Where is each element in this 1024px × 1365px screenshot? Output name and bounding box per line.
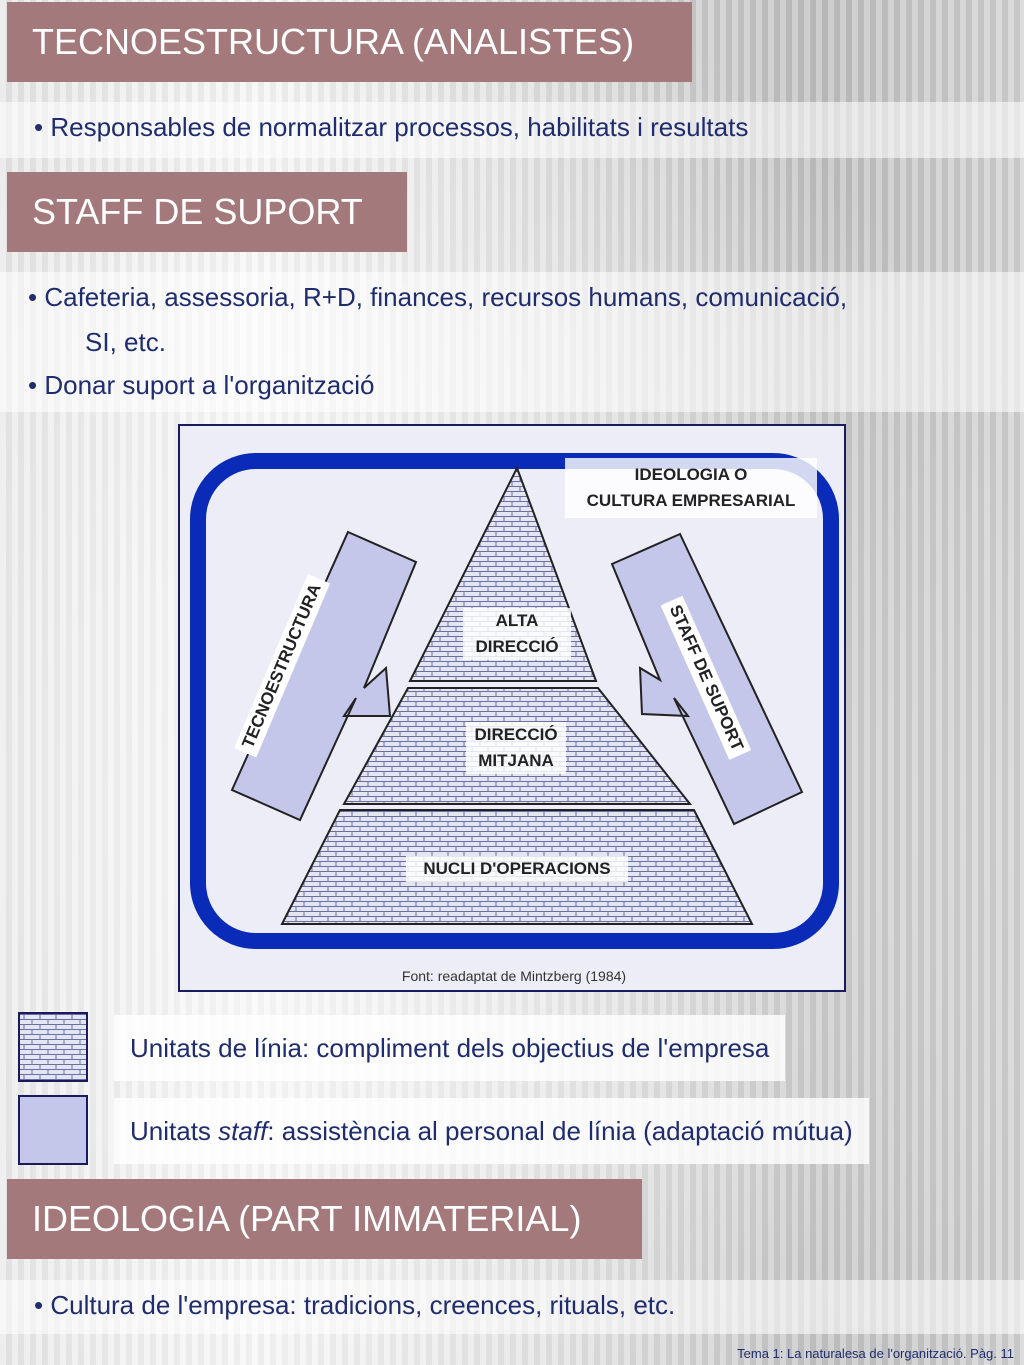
text-band	[0, 102, 1024, 158]
staff-units-suffix: : assistència al personal de línia (adap…	[267, 1116, 853, 1146]
staff-units-swatch	[18, 1095, 88, 1165]
ideology-label-line2: CULTURA EMPRESARIAL	[586, 491, 796, 510]
header-tecnoestructura: TECNOESTRUCTURA (ANALISTES)	[7, 2, 692, 82]
alta-direccio-line2: DIRECCIÓ	[475, 637, 559, 656]
tecnoestructura-bullet-1: • Responsables de normalitzar processos,…	[34, 112, 749, 142]
staff-bullet-2: • Donar suport a l'organització	[28, 370, 375, 400]
tecnoestructura-arrow	[230, 530, 418, 822]
line-units-swatch	[18, 1012, 88, 1082]
ideologia-bullet-1: • Cultura de l'empresa: tradicions, cree…	[34, 1290, 676, 1320]
header-ideologia: IDEOLOGIA (PART IMMATERIAL)	[7, 1179, 642, 1259]
direccio-mitjana-label: DIRECCIÓ MITJANA	[466, 722, 566, 774]
alta-direccio-label: ALTA DIRECCIÓ	[463, 608, 571, 660]
staff-units-prefix: Unitats	[130, 1116, 219, 1146]
ideology-label-line1: IDEOLOGIA O	[634, 465, 748, 484]
ideology-frame	[190, 453, 839, 949]
text-band	[0, 272, 1024, 412]
ideology-label: IDEOLOGIA O CULTURA EMPRESARIAL	[565, 458, 817, 518]
staff-units-italic: staff	[218, 1116, 268, 1146]
text-band	[0, 1280, 1024, 1334]
staff-units-text: Unitats staff: assistència al personal d…	[114, 1098, 869, 1164]
staff-bullet-1: • Cafeteria, assessoria, R+D, finances, …	[28, 282, 848, 312]
diagram-source: Font: readaptat de Mintzberg (1984)	[401, 968, 627, 984]
staff-bullet-1-cont: SI, etc.	[85, 327, 166, 357]
mintzberg-diagram: IDEOLOGIA O CULTURA EMPRESARIAL ALTA DIR…	[178, 424, 846, 992]
header-staff: STAFF DE SUPORT	[7, 172, 407, 252]
footer-page-info: Tema 1: La naturalesa de l'organització.…	[737, 1346, 1014, 1361]
line-units-text: Unitats de línia: compliment dels object…	[114, 1015, 786, 1081]
nucli-operacions-label: NUCLI D'OPERACIONS	[406, 856, 628, 882]
alta-direccio-line1: ALTA	[495, 611, 539, 630]
direccio-mitjana-line1: DIRECCIÓ	[474, 725, 558, 744]
direccio-mitjana-line2: MITJANA	[478, 751, 554, 770]
